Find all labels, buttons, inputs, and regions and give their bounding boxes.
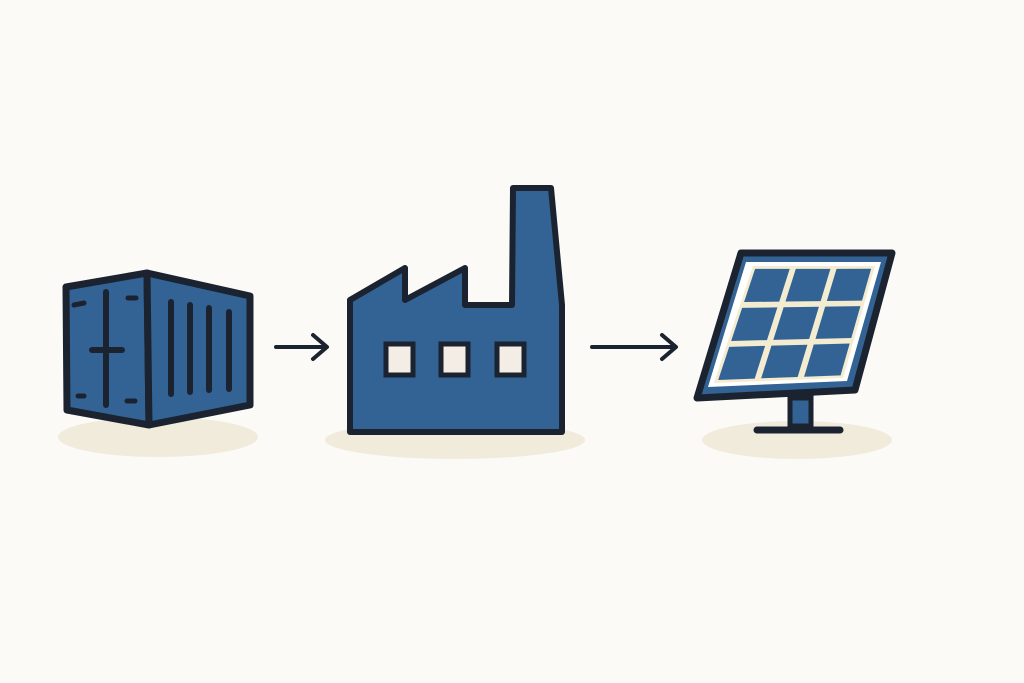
factory-icon <box>347 185 565 435</box>
factory-window <box>494 341 527 378</box>
solar-cell <box>804 343 850 377</box>
arrow-right-icon <box>590 333 678 361</box>
solar-cell <box>731 307 778 341</box>
factory-window <box>438 341 471 378</box>
solar-cell <box>744 268 790 303</box>
shipping-container-icon <box>62 269 254 429</box>
solar-cell <box>773 306 819 340</box>
solar-panel-icon <box>693 249 896 434</box>
solar-cell <box>785 268 831 302</box>
container-shadow <box>58 417 258 457</box>
solar-cell <box>761 344 808 379</box>
factory-window <box>383 341 416 378</box>
solar-cell <box>815 306 861 339</box>
arrow-right-icon <box>274 333 329 361</box>
solar-cell <box>718 345 766 380</box>
solar-panel-shadow <box>702 421 892 459</box>
solar-cell <box>826 268 872 302</box>
